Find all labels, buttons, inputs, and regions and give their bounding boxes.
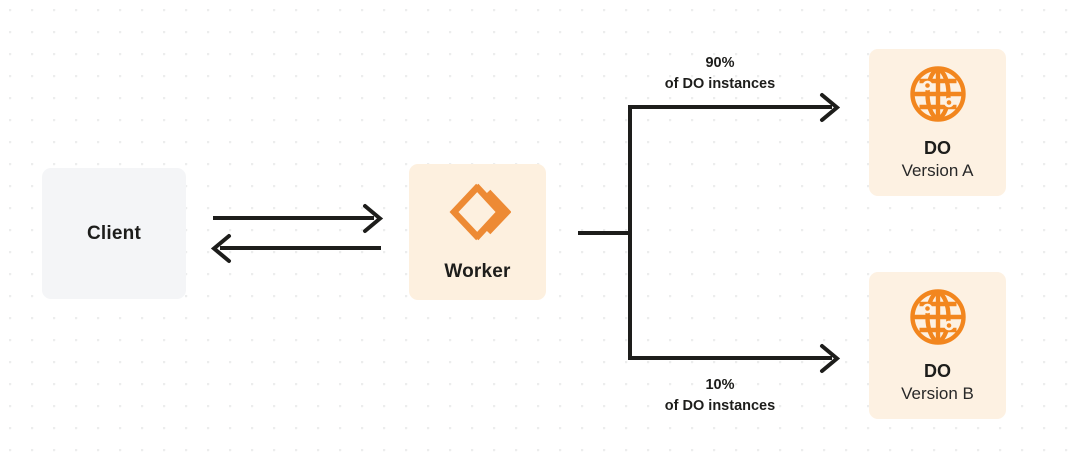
node-do-b-label: DO bbox=[924, 360, 951, 381]
node-client-label: Client bbox=[87, 222, 141, 244]
globe-icon bbox=[907, 286, 969, 348]
edge-label-do-a-description: of DO instances bbox=[664, 76, 776, 93]
node-do-a-sublabel: Version A bbox=[901, 161, 974, 181]
node-worker[interactable]: Worker bbox=[409, 164, 546, 300]
node-do-version-b[interactable]: DO Version B bbox=[869, 272, 1006, 419]
arrow-branch-to-do-a bbox=[628, 93, 841, 122]
node-do-b-sublabel: Version B bbox=[901, 384, 974, 404]
edge-label-do-b: 10% of DO instances bbox=[595, 375, 845, 417]
globe-icon bbox=[907, 63, 969, 125]
cloudflare-workers-icon bbox=[442, 181, 514, 243]
arrow-branch-to-do-b bbox=[628, 344, 841, 373]
edge-label-do-a-percent: 90% bbox=[705, 55, 735, 71]
arrow-client-to-worker bbox=[213, 204, 384, 233]
edge-label-do-b-percent: 10% bbox=[705, 377, 735, 393]
node-worker-label: Worker bbox=[444, 261, 511, 282]
node-client[interactable]: Client bbox=[42, 168, 186, 299]
node-do-a-label: DO bbox=[924, 137, 951, 158]
edge-label-do-a: 90% of DO instances bbox=[595, 53, 845, 95]
edge-label-do-b-description: of DO instances bbox=[664, 398, 776, 415]
arrow-worker-to-client bbox=[210, 234, 381, 263]
node-do-version-a[interactable]: DO Version A bbox=[869, 49, 1006, 196]
